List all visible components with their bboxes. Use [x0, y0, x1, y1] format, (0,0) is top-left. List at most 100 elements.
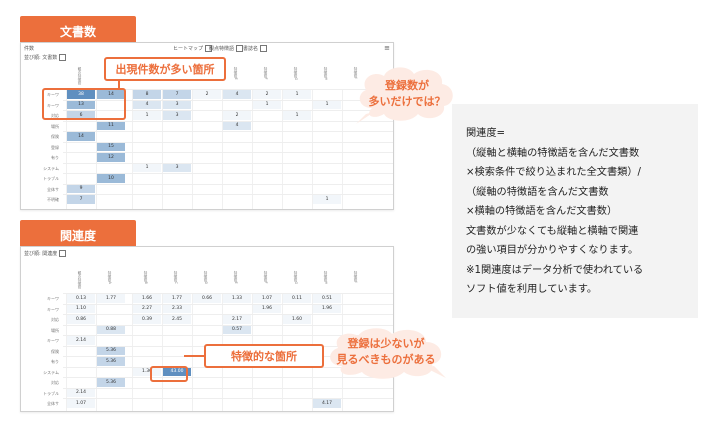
heatmap-cell[interactable]: 14 [67, 132, 95, 141]
heatmap-cell[interactable]: 2.17 [223, 315, 251, 324]
heatmap-cell[interactable]: 1.33 [223, 294, 251, 303]
y-axis-select[interactable]: 書誌名 [243, 45, 268, 52]
heatmap-cell[interactable]: 1.36 [133, 367, 161, 376]
column-header: 特徴語C [174, 271, 178, 284]
heatmap-cell[interactable]: 4 [223, 121, 251, 130]
heatmap-cell[interactable]: 1.96 [253, 304, 281, 313]
column-header: 特徴語I [354, 271, 358, 283]
heatmap-cell[interactable]: 1 [283, 111, 311, 120]
row-divider [63, 398, 393, 399]
column-divider [282, 89, 283, 209]
column-divider [96, 293, 97, 411]
heatmap-cell[interactable]: 14 [97, 90, 125, 99]
heatmap-cell[interactable]: 3 [163, 163, 191, 172]
heatmap-cell[interactable]: 8 [133, 90, 161, 99]
heatmap-cell[interactable]: 0.88 [97, 325, 125, 334]
column-divider [312, 89, 313, 209]
heatmap-cell[interactable]: 0.57 [223, 325, 251, 334]
heatmap-cell[interactable]: 38 [67, 90, 95, 99]
panel-toolbar: 件数 ヒートマップ 観点特徴語 書誌名 ≡ 並び順: 文書数 [21, 43, 393, 61]
heatmap-cell[interactable]: 0.51 [313, 294, 341, 303]
chart-type-select[interactable]: ヒートマップ [173, 45, 213, 52]
heatmap-cell[interactable]: 10 [97, 174, 125, 183]
explanation-line: （縦軸の特徴語を含んだ文書数 [466, 186, 609, 198]
heatmap-cell[interactable]: 1 [313, 195, 341, 204]
row-label: 場所 [51, 327, 59, 333]
heatmap-cell[interactable]: 0.66 [193, 294, 221, 303]
row-label: 全体サ [47, 401, 59, 406]
heatmap-cell[interactable]: 3 [163, 111, 191, 120]
column-header: 特徴語B [144, 271, 148, 284]
heatmap-cell[interactable]: 1.07 [253, 294, 281, 303]
heatmap-cell[interactable]: 1 [133, 111, 161, 120]
heatmap-cell[interactable]: 2.45 [163, 315, 191, 324]
heatmap-cell[interactable]: 5.36 [97, 378, 125, 387]
heatmap-cell[interactable]: 2 [193, 90, 221, 99]
highlight-characteristic-cell [150, 366, 188, 382]
callout-frequent-area: 出現件数が多い箇所 [104, 57, 226, 81]
explanation-line: の強い項目が分かりやすくなります。 [466, 245, 639, 256]
heatmap-panel-document-count: 件数 ヒートマップ 観点特徴語 書誌名 ≡ 並び順: 文書数 観点特徴語特徴語A… [20, 42, 394, 210]
row-label: 対応 [51, 380, 59, 385]
heatmap-cell[interactable]: 3 [163, 100, 191, 109]
heatmap-cell[interactable]: 1.10 [67, 304, 95, 313]
column-header: 観点特徴語 [78, 271, 82, 289]
heatmap-cell[interactable]: 4 [223, 90, 251, 99]
explanation-line: （縦軸と横軸の特徴語を含んだ文書数 [466, 147, 640, 159]
sort-control[interactable]: 並び順: 関連度 [24, 250, 67, 257]
heatmap-cell[interactable]: 1.07 [67, 399, 95, 408]
heatmap-cell[interactable]: 4 [133, 100, 161, 109]
heatmap-cell[interactable]: 1.77 [163, 294, 191, 303]
explanation-line: ×横軸の特徴語を含んだ文書数） [466, 206, 618, 217]
heatmap-cell[interactable]: 1 [313, 100, 341, 109]
sort-control[interactable]: 並び順: 文書数 [24, 54, 67, 61]
callout-label: 特徴的な箇所 [231, 350, 297, 363]
heatmap-cell[interactable]: 13 [67, 100, 95, 109]
explanation-line: 文書数が少なくても縦軸と横軸で関連 [466, 225, 639, 237]
heatmap-cell[interactable]: 6 [67, 111, 95, 120]
heatmap-cell[interactable]: 2.14 [67, 388, 95, 397]
section-tab-document-count: 文書数 [20, 16, 136, 46]
row-divider [63, 293, 393, 294]
heatmap-cell[interactable]: 5.36 [97, 357, 125, 366]
heatmap-cell[interactable]: 0.11 [283, 294, 311, 303]
heatmap-cell[interactable]: 1.66 [133, 294, 161, 303]
heatmap-cell[interactable]: 12 [97, 153, 125, 162]
heatmap-cell[interactable]: 0.13 [67, 294, 95, 303]
row-divider [63, 173, 393, 174]
heatmap-cell[interactable]: 0.39 [133, 315, 161, 324]
heatmap-cell[interactable]: 2.33 [163, 304, 191, 313]
heatmap-cell[interactable]: 2 [223, 111, 251, 120]
row-label: 場所 [51, 123, 59, 129]
row-divider [63, 152, 393, 153]
row-label: キーワ [47, 102, 59, 108]
column-divider [342, 89, 343, 209]
hamburger-icon[interactable]: ≡ [384, 44, 390, 52]
heatmap-cell[interactable]: 0.86 [67, 315, 95, 324]
heatmap-cell[interactable]: 1.60 [283, 315, 311, 324]
heatmap-cell[interactable]: 5.36 [97, 346, 125, 355]
column-header: 特徴語H [324, 271, 328, 285]
heatmap-cell[interactable]: 1.77 [97, 294, 125, 303]
heatmap-cell[interactable]: 11 [97, 121, 125, 130]
heatmap-cell[interactable]: 1 [133, 163, 161, 172]
section-tab-relevance: 関連度 [20, 220, 136, 250]
row-divider [63, 99, 393, 101]
heatmap-cell[interactable]: 4.17 [313, 399, 341, 408]
x-axis-select[interactable]: 観点特徴語 [209, 45, 244, 52]
heatmap-cell[interactable]: 2.27 [133, 304, 161, 313]
heatmap-cell[interactable]: 9 [67, 184, 95, 193]
heatmap-cell[interactable]: 2.14 [67, 336, 95, 345]
heatmap-cell[interactable]: 2 [253, 90, 281, 99]
heatmap-cell[interactable]: 7 [67, 195, 95, 204]
column-divider [96, 89, 97, 209]
heatmap-cell[interactable]: 43.00 [163, 367, 191, 376]
column-header: 特徴語F [264, 67, 268, 80]
heatmap-cell[interactable]: 15 [97, 142, 125, 151]
heatmap-cell[interactable]: 7 [163, 90, 191, 99]
heatmap-cell[interactable]: 1.96 [313, 304, 341, 313]
row-label: システム [43, 165, 59, 171]
row-label: トラブル [43, 390, 59, 396]
heatmap-cell[interactable]: 1 [283, 90, 311, 99]
heatmap-cell[interactable]: 1 [253, 100, 281, 109]
